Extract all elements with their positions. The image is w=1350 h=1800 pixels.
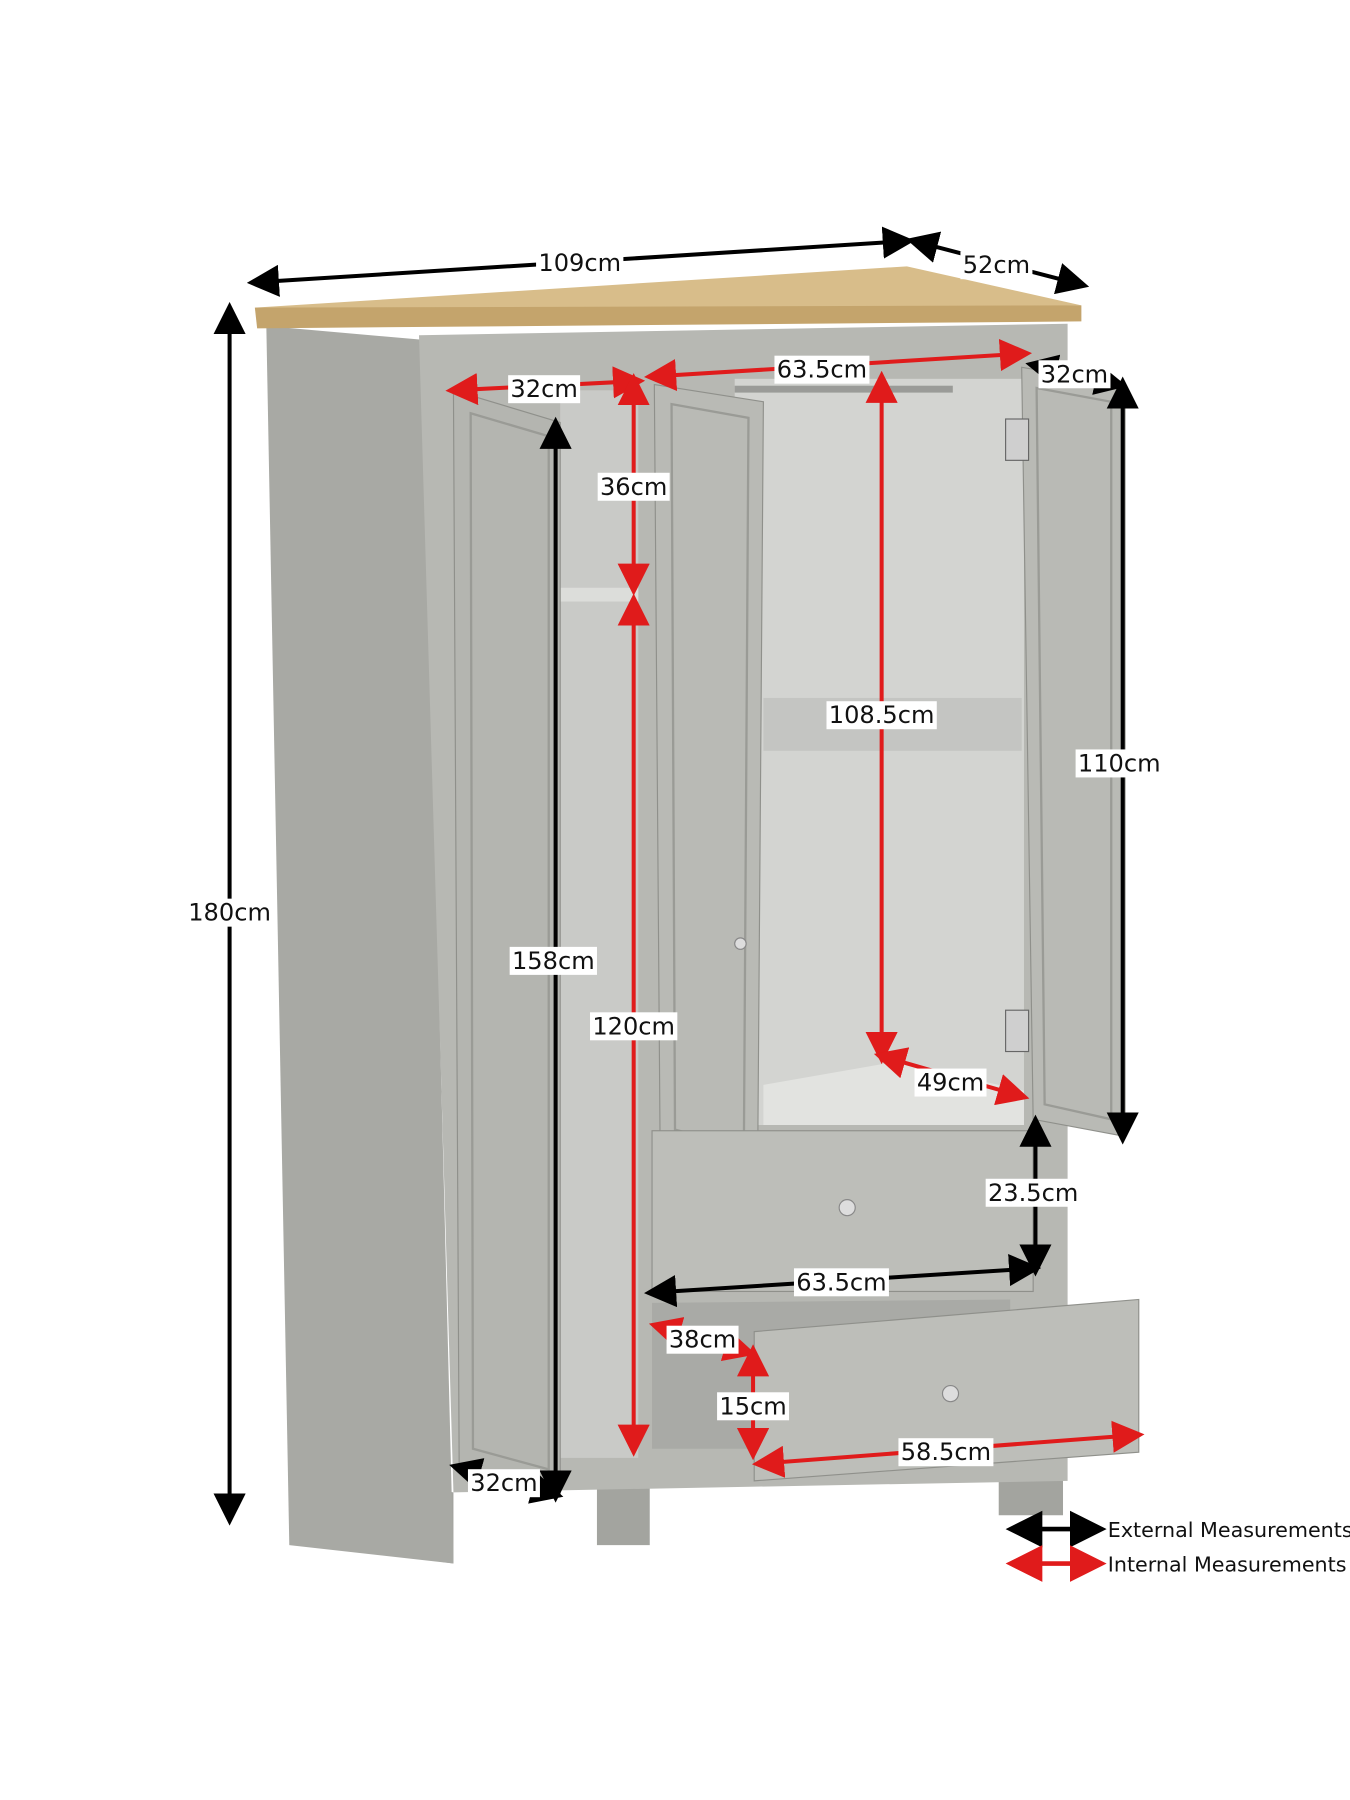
label-background bbox=[717, 1392, 790, 1421]
hinge-lower bbox=[1005, 1009, 1030, 1053]
hanging-height-label: 108.5cm bbox=[826, 701, 937, 730]
label-background bbox=[898, 1438, 994, 1467]
measurement-text: 32cm bbox=[510, 375, 577, 403]
right-door-width-label: 32cm bbox=[1038, 360, 1111, 389]
measurement-text: 23.5cm bbox=[988, 1179, 1078, 1207]
right-compartment-interior bbox=[734, 378, 1024, 1125]
height-label: 180cm bbox=[185, 898, 274, 927]
measurement-text: 32cm bbox=[470, 1469, 537, 1497]
left-width-label: 32cm bbox=[508, 375, 581, 404]
label-background bbox=[666, 1325, 739, 1354]
drawer-width-label: 63.5cm bbox=[793, 1268, 889, 1297]
label-background bbox=[985, 1178, 1081, 1207]
legend: External Measurements Internal Measureme… bbox=[1005, 1510, 1350, 1582]
middle-door-knob bbox=[734, 937, 747, 950]
depth-label: 52cm bbox=[960, 251, 1033, 280]
wardrobe-illustration bbox=[254, 266, 1140, 1564]
legend-internal-label: Internal Measurements bbox=[1108, 1553, 1347, 1577]
measurement-text: 120cm bbox=[592, 1012, 675, 1040]
left-lower-height-label: 120cm bbox=[590, 1012, 678, 1041]
drawer-depth-label: 38cm bbox=[666, 1325, 739, 1354]
measurement-text: 108.5cm bbox=[829, 701, 935, 729]
measurement-text: 52cm bbox=[963, 251, 1030, 279]
measurement-text: 49cm bbox=[917, 1069, 984, 1097]
measurement-text: 180cm bbox=[188, 899, 271, 927]
label-background bbox=[185, 898, 274, 927]
measurement-text: 38cm bbox=[669, 1326, 736, 1354]
hanging-rail bbox=[734, 385, 953, 393]
measurement-text: 15cm bbox=[719, 1392, 786, 1420]
left-shelf bbox=[560, 587, 639, 602]
label-background bbox=[793, 1268, 889, 1297]
right-door-height-label: 110cm bbox=[1075, 749, 1163, 778]
left-shelf-height-label: 36cm bbox=[597, 472, 670, 501]
side-panel bbox=[266, 326, 454, 1564]
legend-external-label: External Measurements bbox=[1108, 1518, 1350, 1542]
label-background bbox=[826, 701, 937, 730]
label-background bbox=[590, 1012, 678, 1041]
label-background bbox=[509, 946, 597, 975]
measurement-text: 63.5cm bbox=[777, 356, 867, 384]
left-door-height-label: 158cm bbox=[509, 946, 597, 975]
measurement-text: 109cm bbox=[538, 249, 621, 277]
oak-top-front bbox=[254, 305, 1082, 329]
label-background bbox=[1038, 360, 1111, 389]
leg-middle bbox=[596, 1486, 650, 1546]
label-background bbox=[467, 1469, 540, 1498]
label-background bbox=[774, 355, 870, 384]
drawer-inner-width-label: 58.5cm bbox=[898, 1438, 994, 1467]
label-background bbox=[914, 1068, 987, 1097]
open-drawer-knob bbox=[941, 1385, 960, 1403]
label-background bbox=[536, 248, 624, 277]
drawer-inner-height-label: 15cm bbox=[717, 1392, 790, 1421]
label-background bbox=[1075, 749, 1163, 778]
drawer-height-label: 23.5cm bbox=[985, 1178, 1081, 1207]
label-background bbox=[597, 472, 670, 501]
measurement-text: 58.5cm bbox=[901, 1438, 991, 1466]
wardrobe-width-label: 63.5cm bbox=[774, 355, 870, 384]
measurement-text: 36cm bbox=[600, 473, 667, 501]
top-drawer-knob bbox=[838, 1199, 856, 1217]
left-door bbox=[452, 389, 561, 1496]
measurement-text: 158cm bbox=[512, 947, 595, 975]
left-door-width-label: 32cm bbox=[467, 1469, 540, 1498]
measurement-text: 110cm bbox=[1078, 749, 1161, 777]
measurement-text: 32cm bbox=[1041, 360, 1108, 388]
wardrobe-depth-label: 49cm bbox=[914, 1068, 987, 1097]
dimension-labels: 109cm 52cm 180cm 158cm 32cm 32cm 110cm 23.5cm 63… bbox=[185, 248, 1163, 1498]
label-background bbox=[508, 375, 581, 404]
hinge-upper bbox=[1005, 418, 1030, 461]
width-label: 109cm bbox=[536, 248, 624, 277]
label-background bbox=[960, 251, 1033, 280]
measurement-text: 63.5cm bbox=[796, 1268, 886, 1296]
left-compartment-interior bbox=[560, 390, 639, 1458]
